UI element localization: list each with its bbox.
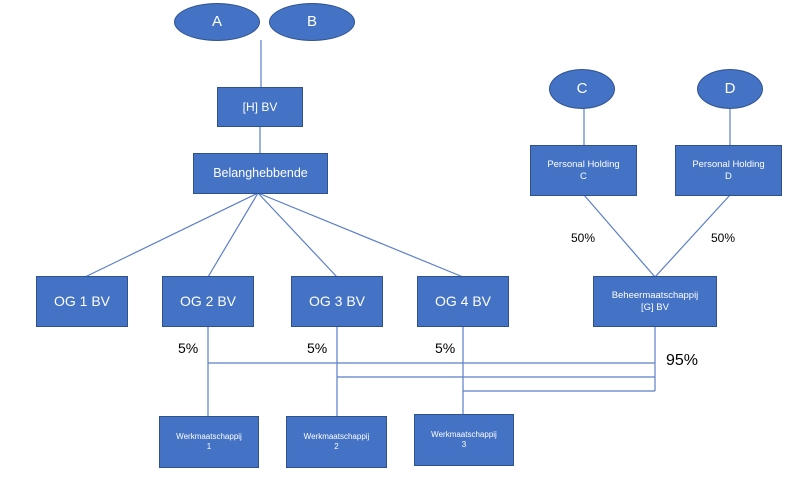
personal-holding-d-label: Personal Holding D	[692, 158, 765, 182]
og3-percentage: 5%	[307, 340, 328, 356]
og4-box: OG 4 BV	[417, 276, 509, 327]
og4-percentage: 5%	[435, 340, 456, 356]
owner-a: A	[174, 3, 260, 41]
line-holding-c-to-beheer	[583, 194, 656, 278]
line-belang-to-og4	[257, 192, 464, 278]
werkmaatschappij-2-label: Werkmaatschappij 2	[303, 432, 370, 451]
holding-d-percentage: 50%	[711, 231, 736, 245]
personal-holding-c-label: Personal Holding C	[547, 158, 620, 182]
og3-box: OG 3 BV	[291, 276, 383, 327]
werkmaatschappij-1-label: Werkmaatschappij 1	[176, 432, 242, 451]
belanghebbende-box: Belanghebbende	[193, 153, 328, 194]
werkmaatschappij-1-box: Werkmaatschappij 1	[159, 416, 259, 468]
belanghebbende-label: Belanghebbende	[213, 165, 308, 180]
line-holding-d-to-beheer	[654, 194, 731, 278]
line-belang-to-og3	[257, 192, 338, 278]
owner-d-label: D	[724, 79, 736, 97]
og1-label: OG 1 BV	[53, 292, 111, 309]
og4-label: OG 4 BV	[434, 292, 492, 309]
owner-b: B	[269, 3, 355, 41]
beheermaatschappij-label: Beheermaatschappij [G] BV	[611, 289, 699, 313]
h-bv-box: [H] BV	[217, 87, 303, 127]
werkmaatschappij-3-box: Werkmaatschappij 3	[414, 414, 514, 466]
beheer-percentage: 95%	[666, 352, 699, 369]
og2-percentage: 5%	[178, 340, 199, 356]
owner-d: D	[697, 69, 763, 109]
og2-box: OG 2 BV	[162, 276, 254, 327]
og3-label: OG 3 BV	[308, 292, 366, 309]
line-belang-to-og2	[207, 192, 259, 278]
owner-a-label: A	[211, 12, 222, 30]
owner-c: C	[549, 69, 615, 109]
line-belang-to-og1	[84, 192, 259, 278]
personal-holding-d-box: Personal Holding D	[675, 145, 782, 196]
og2-label: OG 2 BV	[179, 292, 237, 309]
og1-box: OG 1 BV	[36, 276, 128, 327]
personal-holding-c-box: Personal Holding C	[530, 145, 637, 196]
werkmaatschappij-3-label: Werkmaatschappij 3	[431, 430, 497, 449]
beheermaatschappij-box: Beheermaatschappij [G] BV	[593, 276, 717, 327]
holding-c-percentage: 50%	[571, 231, 596, 245]
h-bv-label: [H] BV	[242, 99, 278, 114]
owner-c-label: C	[576, 79, 588, 97]
owner-b-label: B	[306, 12, 317, 30]
werkmaatschappij-2-box: Werkmaatschappij 2	[286, 416, 387, 468]
